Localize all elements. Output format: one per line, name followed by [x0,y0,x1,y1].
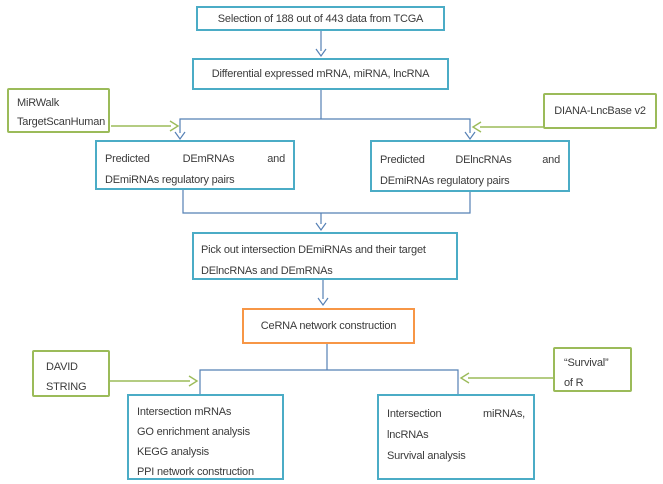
mirna-analysis-line3: Survival analysis [387,450,466,462]
node-differential-expression: Differential expressed mRNA, miRNA, lncR… [192,58,449,90]
node-mrna-analysis: Intersection mRNAs GO enrichment analysi… [127,394,284,480]
node-tcga-selection-label: Selection of 188 out of 443 data from TC… [217,12,424,25]
node-differential-expression-label: Differential expressed mRNA, miRNA, lncR… [211,68,430,80]
arrowhead-mirwalk [169,120,180,132]
arrowhead-to-pred-mrna [174,131,186,141]
arrowhead-diana [471,121,482,133]
arrowhead-to-pick [315,222,327,232]
predicted-delncrna-line2: DEmiRNAs regulatory pairs [380,175,510,187]
mirna-analysis-line2: lncRNAs [387,429,429,441]
mrna-analysis-line3: KEGG analysis [137,446,209,458]
mirwalk-label: MiRWalk [17,97,59,109]
node-mirna-analysis: Intersection miRNAs, lncRNAs Survival an… [377,394,535,480]
arrowhead-tcga-to-diff [315,48,327,58]
pick-intersection-line1: Pick out intersection DEmiRNAs and their… [201,244,426,256]
mirna-analysis-line1: Intersection miRNAs, [387,408,525,420]
node-survival-of-r: “Survival” of R [553,347,632,392]
arrowhead-to-pred-lncrna [464,131,476,141]
arrowhead-survival [459,372,470,384]
node-diana-lncbase: DIANA-LncBase v2 [543,93,657,129]
connector-diff-branch [179,118,471,133]
string-label: STRING [46,381,87,393]
node-cerna-network: CeRNA network construction [242,308,415,344]
arrowhead-david [188,375,199,387]
pick-intersection-line2: DElncRNAs and DEmRNAs [201,265,333,277]
diana-lncbase-label: DIANA-LncBase v2 [554,105,646,117]
predicted-demrna-line2: DEmiRNAs regulatory pairs [105,174,235,186]
mrna-analysis-line2: GO enrichment analysis [137,426,250,438]
node-tcga-selection: Selection of 188 out of 443 data from TC… [196,6,445,31]
node-pick-intersection: Pick out intersection DEmiRNAs and their… [192,232,458,280]
connector-cerna-branch [199,369,459,394]
targetscan-label: TargetScanHuman [17,116,106,128]
node-mirwalk-targetscan: MiRWalk TargetScanHuman [7,88,110,133]
mrna-analysis-line4: PPI network construction [137,466,254,478]
arrowhead-to-cerna [317,297,329,307]
cerna-network-label: CeRNA network construction [260,320,397,332]
mrna-analysis-line1: Intersection mRNAs [137,406,232,418]
node-predicted-demrna-pairs: Predicted DEmRNAs and DEmiRNAs regulator… [95,140,295,190]
node-predicted-delncrna-pairs: Predicted DElncRNAs and DEmiRNAs regulat… [370,140,570,192]
node-david-string: DAVID STRING [32,350,110,397]
survival-label: “Survival” [564,357,609,369]
predicted-demrna-line1: Predicted DEmRNAs and [105,153,285,165]
connector-pred-merge [182,190,471,214]
of-r-label: of R [564,377,584,389]
predicted-delncrna-line1: Predicted DElncRNAs and [380,154,560,166]
david-label: DAVID [46,361,78,373]
